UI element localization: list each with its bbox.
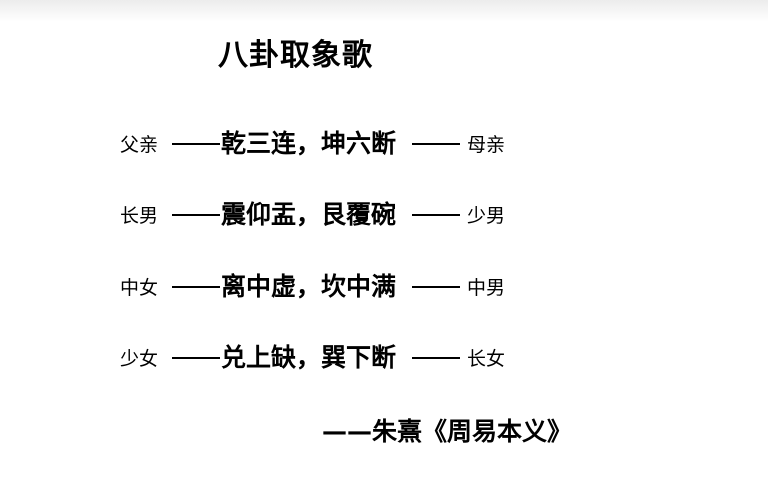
- poem-row-4: 少女 兑上缺，巽下断 长女: [0, 340, 768, 376]
- poem-row-3: 中女 离中虚，坎中满 中男: [0, 269, 768, 305]
- poem-row-1: 父亲 乾三连，坤六断 母亲: [0, 126, 768, 162]
- right-connector: [412, 286, 460, 288]
- top-shade: [0, 0, 768, 22]
- right-family-label: 中男: [467, 277, 506, 299]
- left-connector: [172, 286, 220, 288]
- verse-line: 离中虚，坎中满: [221, 272, 397, 301]
- right-connector: [412, 143, 460, 145]
- right-connector: [412, 214, 460, 216]
- right-family-label: 长女: [467, 348, 506, 370]
- left-connector: [172, 214, 220, 216]
- poem-row-2: 长男 震仰盂，艮覆碗 少男: [0, 197, 768, 233]
- poem-title: 八卦取象歌: [218, 38, 373, 73]
- right-family-label: 母亲: [467, 134, 506, 156]
- verse-line: 兑上缺，巽下断: [221, 343, 397, 372]
- left-family-label: 中女: [120, 277, 159, 299]
- left-connector: [172, 143, 220, 145]
- left-family-label: 少女: [120, 348, 159, 370]
- verse-line: 震仰盂，艮覆碗: [221, 200, 397, 229]
- right-connector: [412, 357, 460, 359]
- right-family-label: 少男: [467, 205, 506, 227]
- left-family-label: 长男: [120, 205, 159, 227]
- left-connector: [172, 357, 220, 359]
- attribution: ——朱熹《周易本义》: [322, 417, 573, 446]
- left-family-label: 父亲: [120, 134, 159, 156]
- verse-line: 乾三连，坤六断: [221, 129, 397, 158]
